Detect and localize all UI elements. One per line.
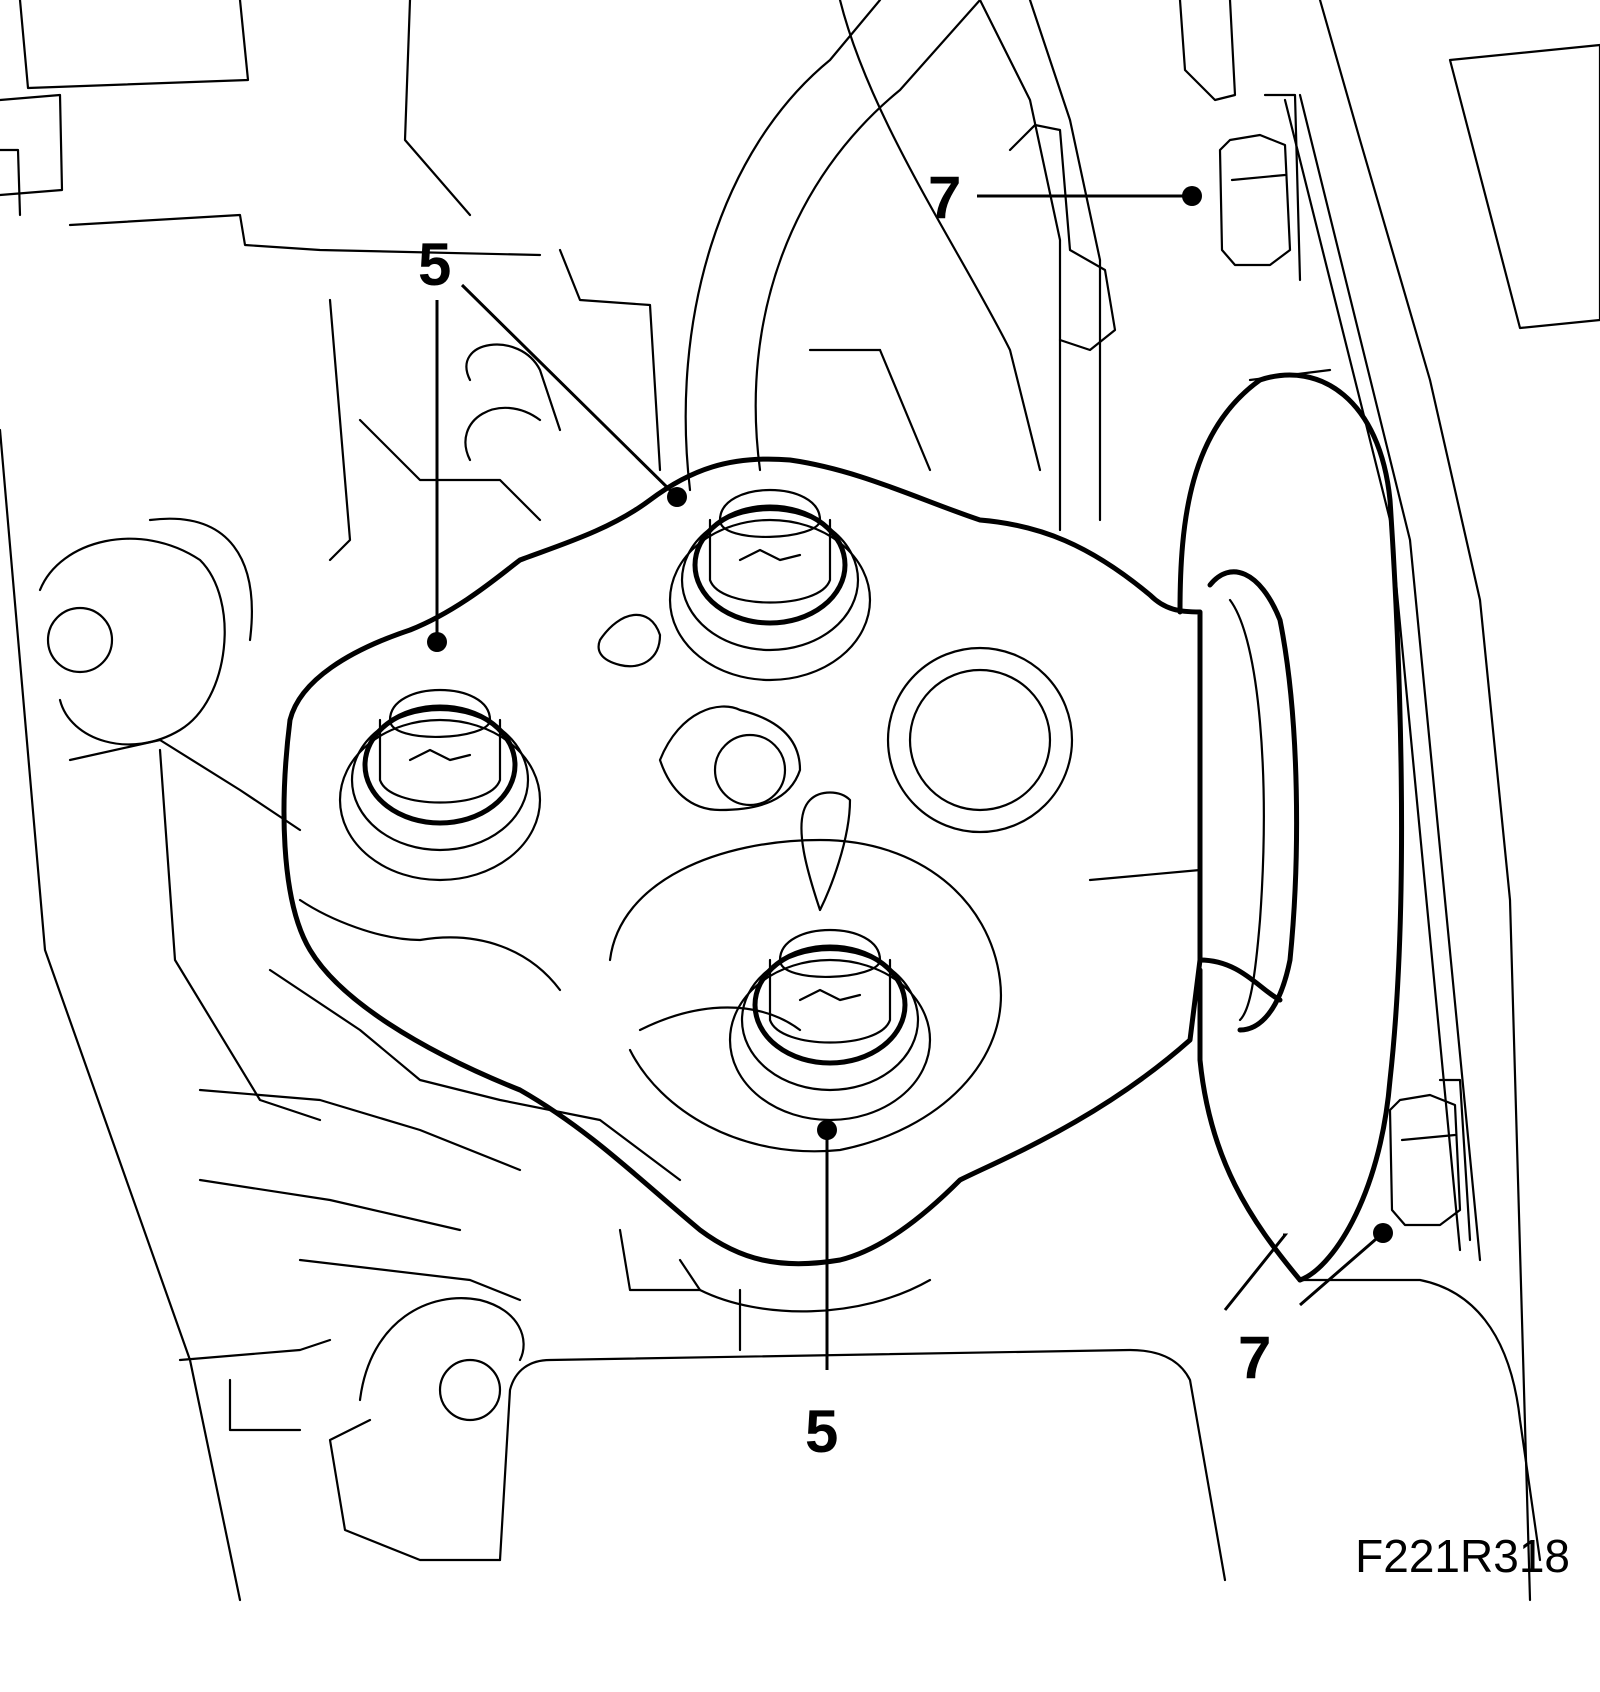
callout-label-7-top: 7 bbox=[928, 164, 961, 231]
callout-label-5-bottom: 5 bbox=[805, 1398, 838, 1465]
callout-label-7-bottom: 7 bbox=[1238, 1324, 1271, 1391]
bolt-top bbox=[668, 488, 872, 682]
callout-dot-top-nut bbox=[1182, 186, 1202, 206]
leader-5-to-top-bolt bbox=[460, 283, 679, 499]
callout-label-5-top: 5 bbox=[418, 231, 451, 298]
pulley bbox=[1177, 368, 1405, 1283]
engine-background-lines bbox=[0, 0, 1600, 1602]
callout-dot-bottom-bolt bbox=[817, 1120, 837, 1140]
bolt-bottom bbox=[728, 928, 932, 1122]
figure-reference-code: F221R318 bbox=[1355, 1530, 1570, 1582]
callout-dot-left-bolt bbox=[427, 632, 447, 652]
callout-dot-top-bolt bbox=[667, 487, 687, 507]
leader-7-bottom bbox=[1223, 1233, 1289, 1311]
nut-bottom-right bbox=[1388, 1078, 1472, 1242]
nut-top-right bbox=[1218, 93, 1302, 282]
bolt-left bbox=[338, 688, 542, 882]
engine-mount-bracket bbox=[281, 456, 1203, 1313]
leader-lines bbox=[427, 186, 1393, 1370]
lower-housing bbox=[328, 1228, 1542, 1582]
